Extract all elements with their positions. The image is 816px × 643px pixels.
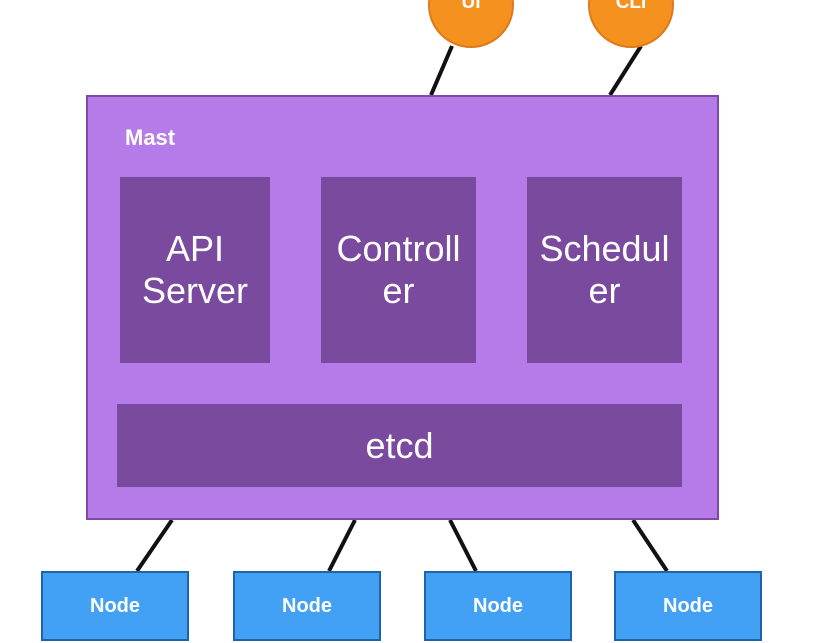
node-1: Node [41, 571, 189, 641]
api-server-label: API Server [141, 228, 249, 311]
master-box: Mast API Server Controll er Schedul er e… [86, 95, 719, 520]
connector-master-node-3 [448, 519, 478, 572]
controller-box: Controll er [321, 177, 476, 363]
etcd-label: etcd [365, 424, 434, 466]
node-2-label: Node [282, 594, 332, 617]
controller-label: Controll er [336, 228, 461, 311]
client-cli-label: CLI [615, 0, 647, 13]
etcd-box: etcd [117, 404, 682, 487]
connector-master-node-4 [631, 518, 669, 573]
api-server-box: API Server [120, 177, 270, 363]
node-2: Node [233, 571, 381, 641]
node-4: Node [614, 571, 762, 641]
master-label: Mast [125, 125, 176, 150]
connector-master-node-2 [327, 519, 357, 572]
node-3: Node [424, 571, 572, 641]
node-4-label: Node [663, 594, 713, 617]
client-ui-label: UI [461, 0, 481, 13]
connector-cli-master [608, 44, 643, 97]
scheduler-label: Schedul er [539, 228, 670, 311]
connector-master-node-1 [135, 518, 174, 573]
node-1-label: Node [90, 594, 140, 617]
scheduler-box: Schedul er [527, 177, 682, 363]
connector-ui-master [429, 45, 454, 96]
node-3-label: Node [473, 594, 523, 617]
